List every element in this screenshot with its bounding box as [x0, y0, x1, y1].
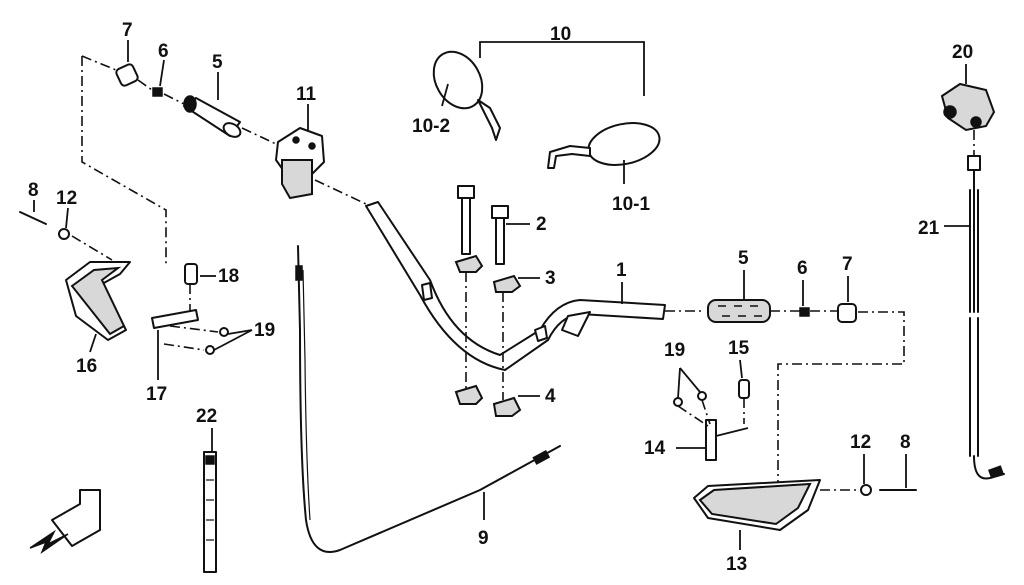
callout-10-1: 10-1: [612, 194, 650, 215]
callout-5-left: 5: [212, 52, 223, 73]
left-winker-bracket[interactable]: [151, 263, 229, 355]
callout-10: 10: [550, 24, 571, 45]
callout-15: 15: [728, 338, 750, 359]
callout-9: 9: [478, 528, 489, 549]
callout-11: 11: [296, 84, 317, 105]
left-grip-assembly[interactable]: [81, 55, 277, 145]
mirror-bracket-lines: [479, 41, 645, 96]
callout-19-right: 19: [664, 340, 685, 361]
left-winker-fasteners[interactable]: [19, 56, 167, 266]
front-direction-icon: [29, 489, 101, 555]
callout-1: 1: [616, 260, 627, 281]
right-mirror[interactable]: [547, 117, 663, 171]
cable-tie[interactable]: [203, 451, 217, 573]
right-grip-assembly[interactable]: [707, 299, 905, 484]
callout-12-right: 12: [850, 432, 871, 453]
callout-3: 3: [545, 268, 556, 289]
callout-8-right: 8: [900, 432, 911, 453]
throttle-cable[interactable]: [967, 130, 1005, 480]
right-winker-bracket[interactable]: [673, 379, 750, 461]
callout-19-left: 19: [254, 320, 275, 341]
callout-7-left: 7: [122, 20, 133, 41]
handlebar-part[interactable]: [314, 179, 705, 371]
handlebar-holder-bolts[interactable]: [457, 185, 509, 265]
callout-4: 4: [545, 386, 556, 407]
throttle-switch[interactable]: [940, 82, 996, 132]
callout-labels: 7 6 5 11 10 10-2 10-1 20 21 2 3 4 1 5 6 …: [28, 20, 973, 575]
callout-10-2: 10-2: [412, 116, 450, 137]
brake-cable[interactable]: [295, 245, 561, 553]
left-winker-lamp[interactable]: [65, 261, 131, 341]
callout-7-right: 7: [842, 254, 853, 275]
callout-5-right: 5: [738, 248, 749, 269]
lower-holder-parts[interactable]: [454, 272, 522, 417]
callout-21: 21: [918, 218, 940, 239]
callout-17: 17: [146, 384, 167, 405]
callout-6-left: 6: [158, 41, 169, 62]
callout-22: 22: [196, 406, 217, 427]
callout-6-right: 6: [797, 258, 808, 279]
callout-8-left: 8: [28, 180, 39, 201]
leader-lines: [33, 40, 970, 550]
left-switch-assembly[interactable]: [275, 127, 325, 200]
callout-14: 14: [644, 438, 666, 459]
right-winker-lamp[interactable]: [693, 479, 821, 531]
callout-20: 20: [952, 42, 973, 63]
right-winker-fasteners[interactable]: [820, 484, 917, 496]
callout-16: 16: [76, 356, 97, 377]
upper-holder-parts[interactable]: [454, 254, 522, 293]
callout-2: 2: [536, 214, 547, 235]
callout-18: 18: [218, 266, 239, 287]
callout-13: 13: [726, 554, 747, 575]
callout-12-left: 12: [56, 188, 77, 209]
